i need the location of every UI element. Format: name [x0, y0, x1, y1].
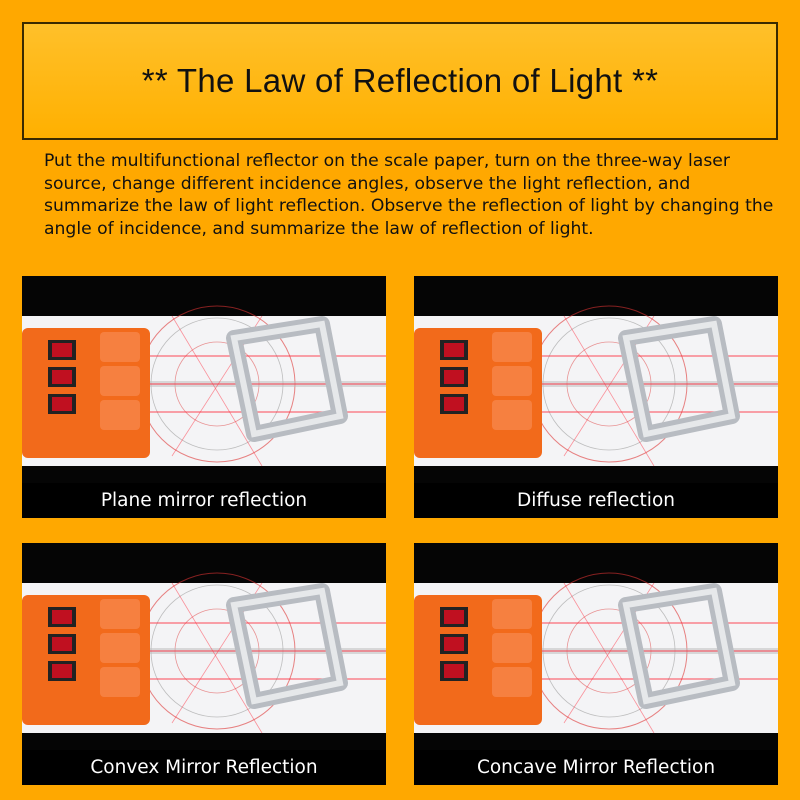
- description-text: Put the multifunctional reflector on the…: [44, 151, 774, 239]
- panel-caption: Concave Mirror Reflection: [476, 756, 716, 778]
- panel-concave-mirror: Concave Mirror Reflection: [414, 543, 778, 785]
- experiment-photo: [22, 543, 386, 750]
- panel-diffuse: Diffuse reflection: [414, 276, 778, 518]
- experiment-photo: [414, 276, 778, 483]
- panel-caption: Plane mirror reflection: [100, 489, 308, 511]
- page-title: ** The Law of Reflection of Light **: [141, 62, 659, 99]
- panel-caption: Diffuse reflection: [517, 489, 675, 511]
- experiment-photo: [22, 276, 386, 483]
- title-banner: ** The Law of Reflection of Light **: [22, 22, 778, 140]
- panel-convex-mirror: Convex Mirror Reflection: [22, 543, 386, 785]
- panel-plane-mirror: Plane mirror reflection: [22, 276, 386, 518]
- experiment-photo: [414, 543, 778, 750]
- panel-caption: Convex Mirror Reflection: [90, 756, 318, 778]
